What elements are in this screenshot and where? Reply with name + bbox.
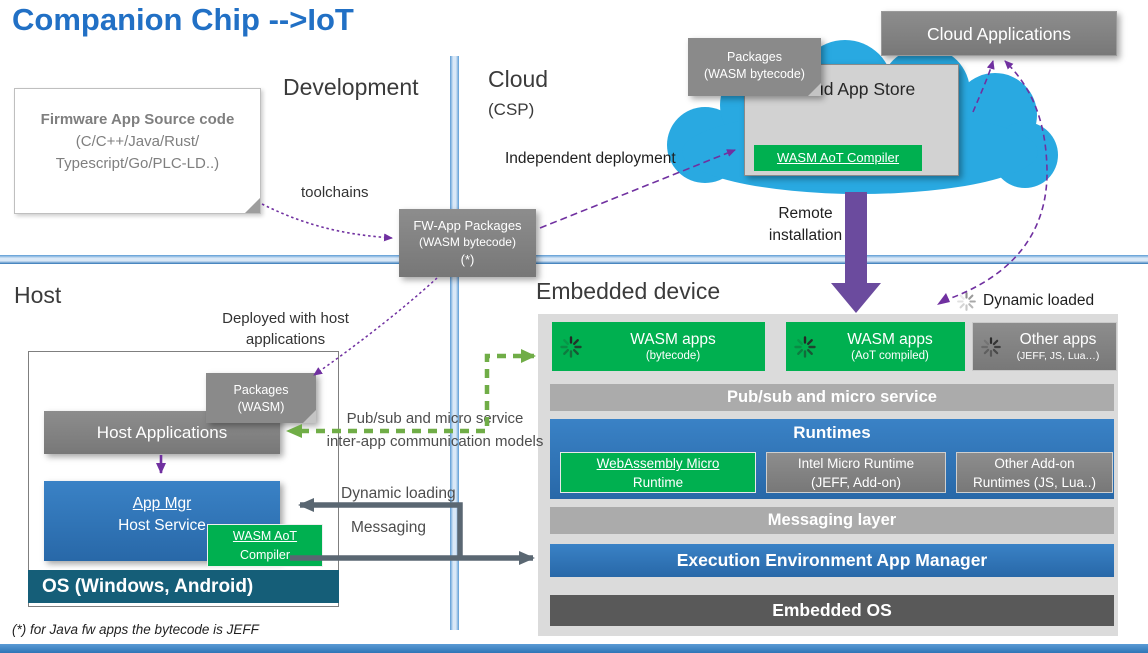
- wasm-apps-1-name: WASM apps: [630, 330, 716, 348]
- app-mgr-host-service-box: App Mgr Host Service: [44, 481, 280, 561]
- runtimes-title: Runtimes: [793, 423, 871, 442]
- loading-spinner-icon: [794, 335, 816, 358]
- host-os-bar: OS (Windows, Android): [28, 570, 339, 603]
- arrow-toolchains: [261, 203, 393, 242]
- firmware-langs-2: Typescript/Go/PLC-LD..): [55, 155, 220, 172]
- firmware-title: Firmware App Source code: [40, 111, 235, 128]
- runtime-other-addon-box: Other Add-on Runtimes (JS, Lua..): [956, 452, 1113, 493]
- loading-spinner-icon: [560, 335, 582, 358]
- other-apps-box: Other apps (JEFF, JS, Lua…): [972, 322, 1117, 371]
- runtime-intel-micro-box: Intel Micro Runtime (JEFF, Add-on): [766, 452, 946, 493]
- page-title: Companion Chip -->IoT: [12, 2, 354, 37]
- cloud-aot-compiler-label: WASM AoT Compiler: [776, 150, 900, 165]
- label-pubsub-models: Pub/sub and micro service inter-app comm…: [326, 407, 544, 453]
- pubsub-models-line2: inter-app communication models: [326, 433, 544, 450]
- execution-env-app-manager-bar: Execution Environment App Manager: [550, 544, 1114, 577]
- firmware-langs-1: (C/C++/Java/Rust/: [75, 133, 200, 150]
- fw-packages-line2: (WASM bytecode): [419, 235, 516, 249]
- wasm-apps-aot-box: WASM apps (AoT compiled): [786, 322, 965, 371]
- pubsub-models-line1: Pub/sub and micro service: [346, 410, 524, 427]
- cloud-packages-line1: Packages: [727, 50, 782, 64]
- label-embedded-device: Embedded device: [536, 278, 721, 304]
- host-service-label: Host Service: [118, 517, 206, 534]
- label-toolchains: toolchains: [301, 184, 369, 201]
- label-messaging: Messaging: [351, 519, 426, 536]
- fw-packages-line3: (*): [460, 252, 475, 267]
- cloud-packages-note: Packages (WASM bytecode): [688, 38, 821, 96]
- host-packages-line1: Packages: [233, 383, 289, 397]
- messaging-layer-bar: Messaging layer: [550, 507, 1114, 534]
- label-cloud-csp: (CSP): [488, 100, 535, 119]
- host-wasm-aot-compiler-box: WASM AoT Compiler: [207, 524, 323, 567]
- loading-spinner-icon: [957, 292, 976, 311]
- other-apps-name: Other apps: [1019, 331, 1097, 349]
- remote-line1: Remote: [778, 205, 833, 222]
- label-cloud: Cloud: [488, 66, 549, 92]
- runtime-wamr-line2: Runtime: [632, 475, 684, 490]
- fw-app-packages-box: FW-App Packages (WASM bytecode) (*): [399, 209, 536, 277]
- loading-spinner-icon: [981, 336, 1001, 357]
- label-independent-deployment: Independent deployment: [505, 150, 676, 167]
- horizontal-divider: [0, 255, 1148, 264]
- label-development: Development: [283, 74, 419, 100]
- cloud-applications-box: Cloud Applications: [881, 11, 1117, 56]
- host-packages-note: Packages (WASM): [206, 373, 316, 423]
- wasm-apps-2-name: WASM apps: [847, 330, 933, 348]
- arrowhead-device-end: [937, 293, 950, 305]
- deployed-line2: applications: [245, 331, 326, 348]
- vertical-divider: [450, 56, 459, 630]
- cloud-packages-line2: (WASM bytecode): [704, 67, 805, 81]
- deployed-line1: Deployed with host: [222, 310, 349, 327]
- label-remote-installation: Remote installation: [748, 203, 863, 247]
- runtime-wamr-box: WebAssembly Micro Runtime: [560, 452, 756, 493]
- host-aot-line2: Compiler: [239, 548, 290, 562]
- runtime-intel-line1: Intel Micro Runtime: [797, 456, 915, 471]
- label-dynamic-loading: Dynamic loading: [341, 485, 456, 502]
- label-deployed-with-host: Deployed with host applications: [213, 308, 358, 350]
- embedded-os-bar: Embedded OS: [550, 595, 1114, 626]
- bottom-accent-bar: [0, 644, 1148, 653]
- wasm-apps-1-sub: (bytecode): [645, 350, 701, 362]
- arrow-store-to-cloud-apps: [972, 60, 995, 113]
- host-aot-line1: WASM AoT: [232, 529, 298, 543]
- label-host: Host: [14, 282, 62, 308]
- runtime-intel-line2: (JEFF, Add-on): [810, 475, 902, 490]
- wasm-apps-2-sub: (AoT compiled): [851, 350, 929, 362]
- runtime-other-line2: Runtimes (JS, Lua..): [972, 475, 1097, 490]
- cloud-aot-compiler-box: WASM AoT Compiler: [754, 145, 922, 171]
- fw-packages-line1: FW-App Packages: [413, 218, 522, 233]
- footnote: (*) for Java fw apps the bytecode is JEF…: [12, 622, 259, 637]
- other-apps-sub: (JEFF, JS, Lua…): [1016, 349, 1100, 362]
- pubsub-service-bar: Pub/sub and micro service: [550, 384, 1114, 411]
- app-mgr-label: App Mgr: [132, 495, 192, 512]
- runtime-wamr-line1: WebAssembly Micro: [596, 456, 720, 471]
- host-packages-line2: (WASM): [237, 400, 285, 414]
- firmware-source-box: Firmware App Source code (C/C++/Java/Rus…: [14, 88, 261, 214]
- label-dynamic-loaded: Dynamic loaded: [983, 292, 1095, 309]
- runtime-other-line1: Other Add-on: [994, 456, 1075, 471]
- runtimes-panel: Runtimes WebAssembly Micro Runtime Intel…: [550, 419, 1114, 499]
- wasm-apps-bytecode-box: WASM apps (bytecode): [552, 322, 765, 371]
- remote-line2: installation: [768, 227, 843, 244]
